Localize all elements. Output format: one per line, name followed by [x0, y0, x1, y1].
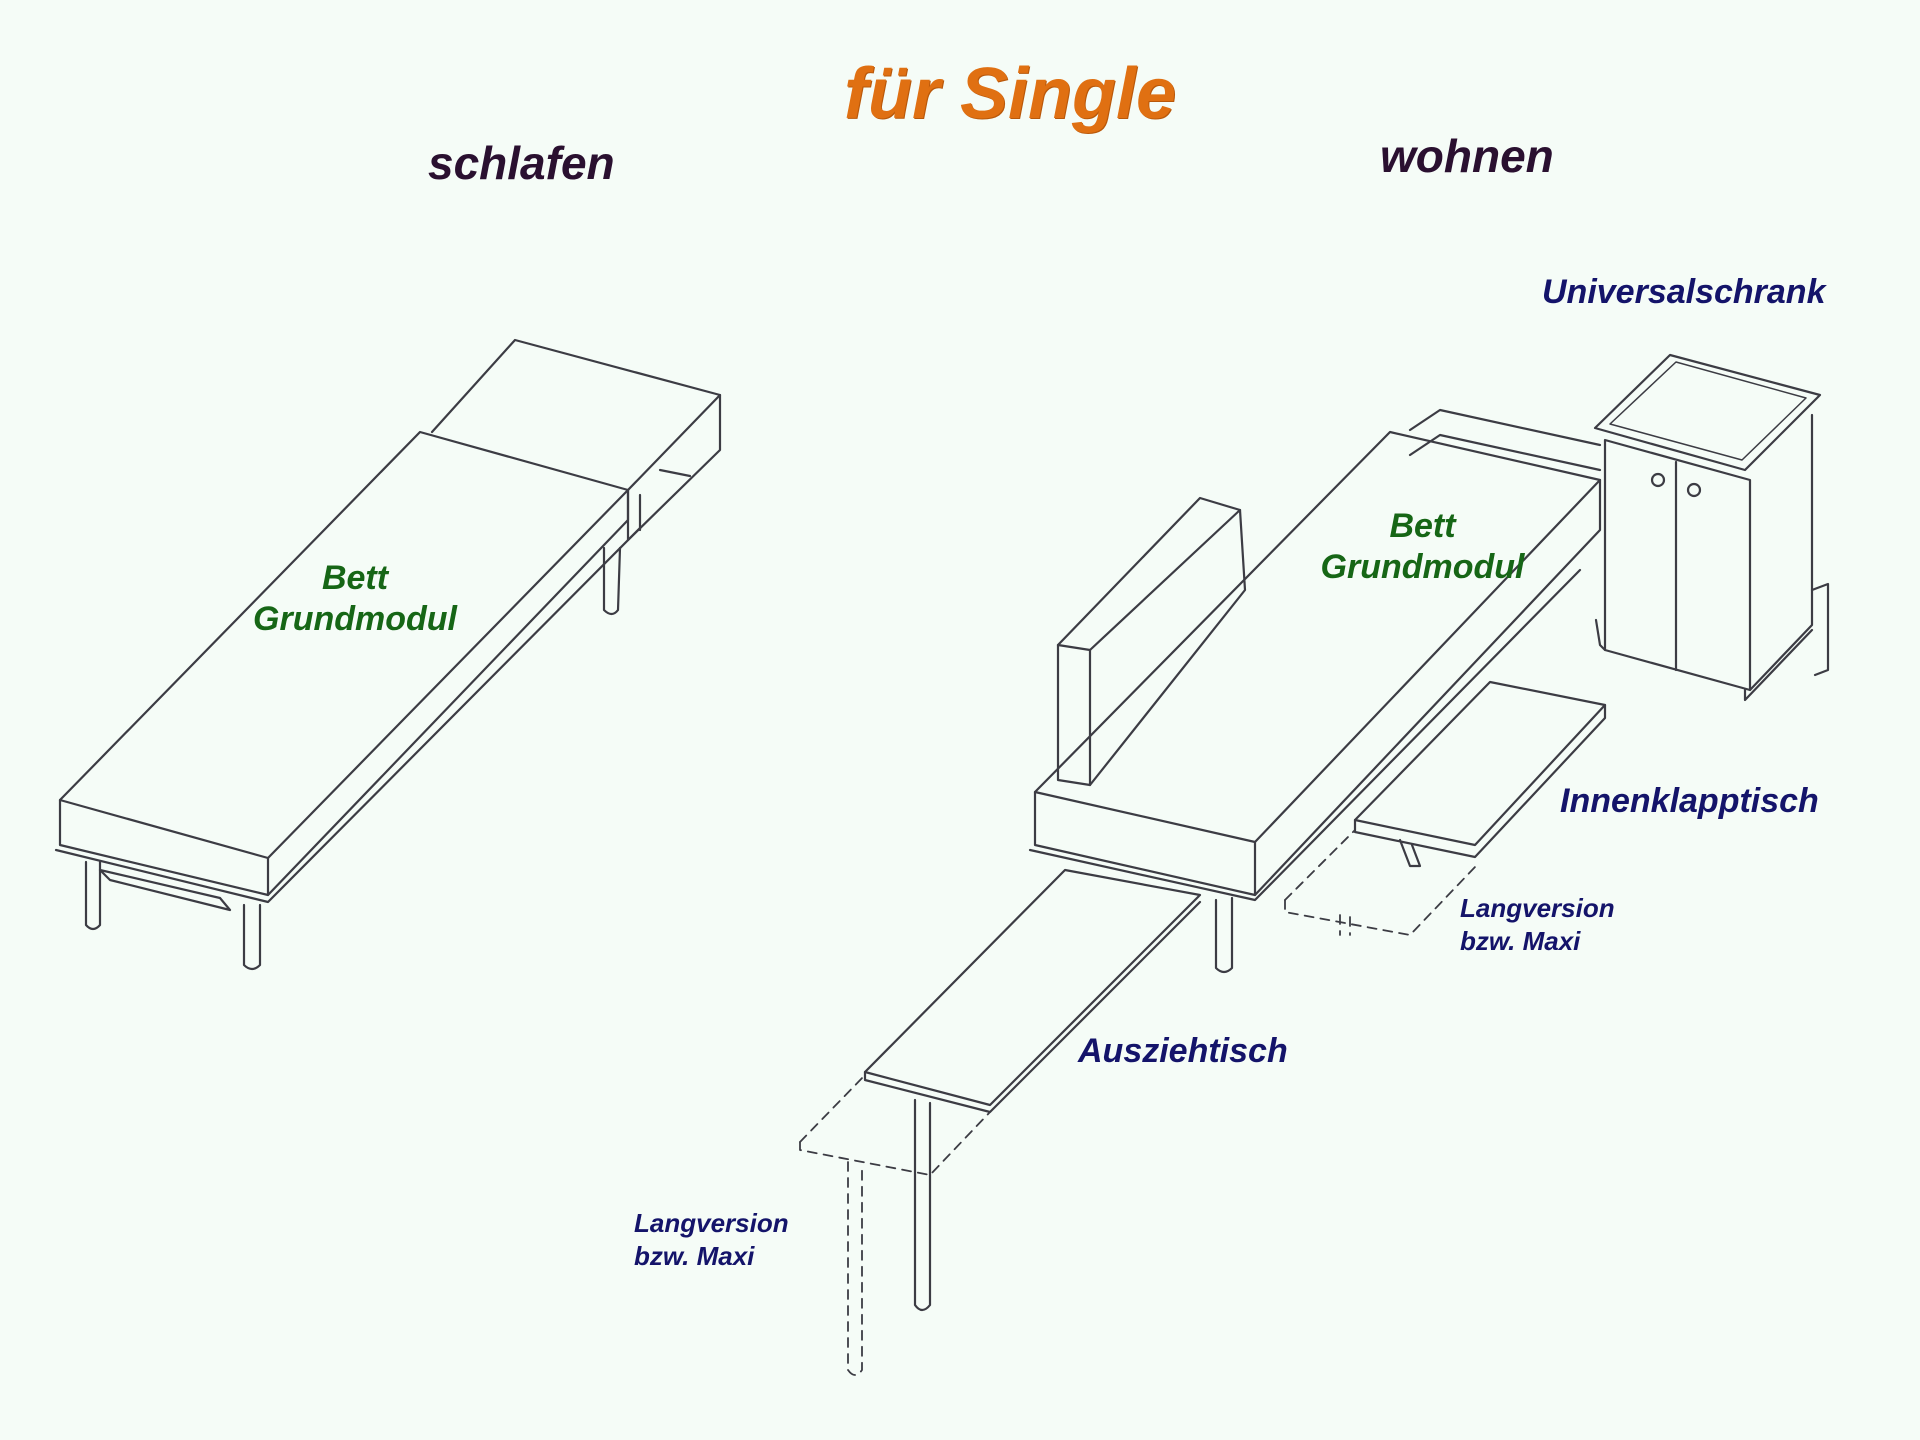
left-bed-label: Bett Grundmodul	[230, 558, 480, 640]
pull-table-variant-line1: Langversion	[634, 1208, 789, 1238]
pull-table-label: Ausziehtisch	[1078, 1032, 1288, 1070]
right-bed-label-line2: Grundmodul	[1320, 547, 1525, 586]
fold-table-variant-line2: bzw. Maxi	[1460, 925, 1581, 956]
left-bed-drawing	[54, 338, 722, 971]
pull-table-variant-line2: bzw. Maxi	[634, 1240, 755, 1271]
fold-table-variant-line1: Langversion	[1460, 893, 1615, 923]
page-title: für Single	[843, 54, 1176, 134]
fold-table-variant-label: Langversion bzw. Maxi	[1460, 892, 1615, 957]
left-bed-label-line2: Grundmodul	[253, 599, 457, 638]
pull-table-variant-label: Langversion bzw. Maxi	[634, 1207, 789, 1272]
right-bed-label-line1: Bett	[1389, 507, 1456, 545]
pull-out-table-drawing	[799, 868, 1202, 1376]
right-bed-drawing	[1028, 408, 1602, 974]
heading-schlafen: schlafen	[428, 137, 615, 189]
heading-wohnen: wohnen	[1380, 130, 1554, 182]
right-bed-label: Bett Grundmodul	[1260, 506, 1585, 588]
cabinet-label: Universalschrank	[1542, 273, 1826, 311]
fold-table-label: Innenklapptisch	[1560, 782, 1819, 820]
fold-table-drawing	[1284, 680, 1607, 936]
cabinet-drawing	[1593, 353, 1830, 702]
left-bed-label-line1: Bett	[321, 559, 389, 597]
